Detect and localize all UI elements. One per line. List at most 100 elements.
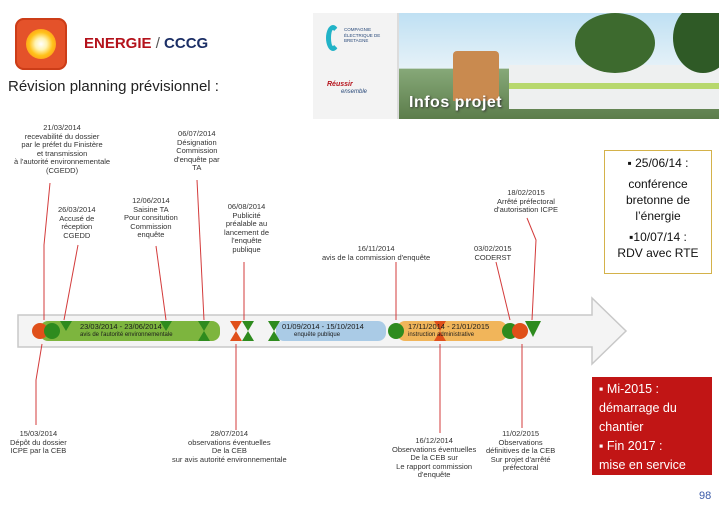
milestone-triangle-down — [160, 321, 172, 331]
note-line: ▪ Mi-2015 : — [599, 382, 660, 396]
milestone-text: Dépôt du dossier ICPE par la CEB — [10, 437, 67, 455]
banner-caption: Infos projet — [409, 94, 503, 111]
milestone-triangle-up — [242, 331, 254, 341]
page-number: 98 — [699, 490, 712, 502]
ceb-logo-icon — [326, 25, 340, 51]
segment-dates: 01/09/2014 - 15/10/2014 — [282, 322, 364, 331]
milestone-triangle-up — [434, 331, 446, 341]
milestone-text: recevabilité du dossier par le préfet du… — [14, 131, 111, 175]
infos-projet-banner: COMPAGNIE ÉLECTRIQUE DE BRETAGNE Réussir… — [313, 13, 719, 119]
milestone-triangle-down — [525, 321, 541, 337]
sun-icon — [26, 29, 56, 59]
title-energie: ENERGIE — [84, 35, 152, 52]
milestone-text: Accusé de réception CGEDD — [59, 213, 95, 240]
milestone-label: 16/12/2014 Observations éventuelles De l… — [392, 436, 476, 480]
tree — [575, 13, 655, 73]
segment-caption: enquête publique — [294, 332, 341, 338]
note-line: bretonne de — [625, 193, 691, 207]
reussir-text: Réussir — [327, 81, 353, 88]
milestone-date: 26/03/2014 — [58, 205, 96, 214]
note-line: démarrage du — [599, 401, 677, 415]
note-line: chantier — [599, 420, 644, 434]
milestone-label: 12/06/2014 Saisine TA Pour consitution C… — [124, 196, 178, 240]
note-line: ▪ Fin 2017 : — [599, 439, 663, 453]
milestone-label: 15/03/2014 Dépôt du dossier ICPE par la … — [10, 429, 67, 456]
milestone-text: observations éventuelles De la CEB sur a… — [172, 437, 287, 464]
milestone-date: 06/08/2014 — [227, 202, 266, 211]
milestone-text: Désignation Commission d'enquête par TA — [174, 137, 220, 172]
milestone-label: 21/03/2014 recevabilité du dossier par l… — [14, 123, 111, 175]
schedule-note-box: ▪ Mi-2015 : démarrage du chantier ▪ Fin … — [592, 377, 712, 475]
milestone-date: 18/02/2015 — [507, 188, 545, 197]
logo-card: COMPAGNIE ÉLECTRIQUE DE BRETAGNE Réussir… — [313, 13, 399, 119]
milestone-date: 16/11/2014 — [357, 244, 395, 253]
milestone-date: 11/02/2015 — [502, 429, 540, 438]
milestone-label: 06/07/2014 Désignation Commission d'enqu… — [174, 129, 220, 173]
milestone-date: 15/03/2014 — [19, 429, 58, 438]
segment-bar-ep — [276, 321, 386, 341]
milestone-text: Saisine TA Pour consitution Commission e… — [124, 204, 178, 239]
subtitle: Révision planning prévisionnel : — [8, 78, 219, 95]
segment-caption: instruction administrative — [408, 332, 475, 338]
milestone-label: 16/11/2014 avis de la commission d'enquê… — [322, 244, 431, 262]
milestone-label: 03/02/2015 CODERST — [474, 244, 512, 262]
page-title: ENERGIE / CCCG — [84, 35, 208, 52]
note-line: conférence — [628, 177, 688, 191]
milestone-dot — [388, 323, 404, 339]
energie-logo — [15, 18, 67, 70]
note-line: RDV avec RTE — [617, 246, 699, 260]
milestone-text: CODERST — [474, 252, 512, 262]
milestone-triangle-down — [434, 321, 446, 331]
building-tower — [453, 51, 499, 101]
milestone-triangle-down — [268, 321, 280, 331]
segment-label: 01/09/2014 - 15/10/2014 enquête publique — [282, 323, 364, 339]
ceb-logo-text: COMPAGNIE ÉLECTRIQUE DE BRETAGNE — [344, 27, 381, 43]
connector-line — [63, 244, 79, 321]
segment-caption: avis de l'autorité environnementale — [80, 332, 173, 338]
milestone-text: Arrêté préfectoral d'autorisation ICPE — [494, 196, 558, 214]
milestone-dot — [44, 323, 60, 339]
milestone-date: 06/07/2014 — [178, 129, 216, 138]
connector-line — [495, 261, 511, 321]
segment-bar-ia — [397, 321, 507, 341]
connector-line — [196, 179, 205, 321]
connector-line — [526, 217, 537, 321]
milestone-label: 11/02/2015 Observations définitives de l… — [486, 429, 556, 473]
milestone-text: Publicité préalable au lancement de l'en… — [224, 210, 270, 254]
milestone-text: Observations définitives de la CEB Sur p… — [486, 437, 556, 472]
segment-label: 23/03/2014 - 23/06/2014 avis de l'autori… — [80, 323, 173, 339]
milestone-triangle-down — [198, 321, 210, 331]
milestone-label: 06/08/2014 Publicité préalable au lancem… — [224, 202, 270, 254]
ensemble-text: ensemble — [341, 89, 368, 95]
milestone-date: 03/02/2015 — [474, 244, 512, 253]
milestone-label: 26/03/2014 Accusé de réception CGEDD — [58, 205, 96, 240]
milestone-date: 16/12/2014 — [415, 436, 453, 445]
milestone-date: 28/07/2014 — [210, 429, 249, 438]
note-line: l’énergie — [635, 209, 681, 223]
milestone-dot — [32, 323, 48, 339]
segment-bar-ae — [40, 321, 220, 341]
note-line: mise en service — [599, 458, 686, 472]
milestone-text: avis de la commission d'enquête — [322, 252, 431, 262]
segment-dates: 17/11/2014 - 21/01/2015 — [408, 322, 490, 331]
milestone-triangle-up — [230, 331, 242, 341]
milestone-triangle-down — [60, 321, 72, 331]
milestone-triangle-up — [268, 331, 280, 341]
building-stripe — [509, 83, 719, 89]
connector-line — [35, 343, 43, 425]
milestone-date: 21/03/2014 — [43, 123, 81, 132]
connector-line — [43, 182, 51, 320]
connector-line — [155, 245, 167, 321]
events-note-box: ▪ 25/06/14 : conférence bretonne de l’én… — [604, 150, 712, 274]
milestone-date: 12/06/2014 — [132, 196, 170, 205]
milestone-triangle-up — [198, 331, 210, 341]
milestone-dot — [512, 323, 528, 339]
segment-label: 17/11/2014 - 21/01/2015 instruction admi… — [408, 323, 489, 339]
title-separator: / — [155, 35, 160, 52]
milestone-triangle-down — [230, 321, 242, 331]
note-line: ▪10/07/14 : — [629, 230, 687, 244]
note-line: ▪ 25/06/14 : — [627, 156, 689, 170]
title-cccg: CCCG — [164, 35, 209, 52]
milestone-label: 18/02/2015 Arrêté préfectoral d'autorisa… — [494, 188, 558, 215]
